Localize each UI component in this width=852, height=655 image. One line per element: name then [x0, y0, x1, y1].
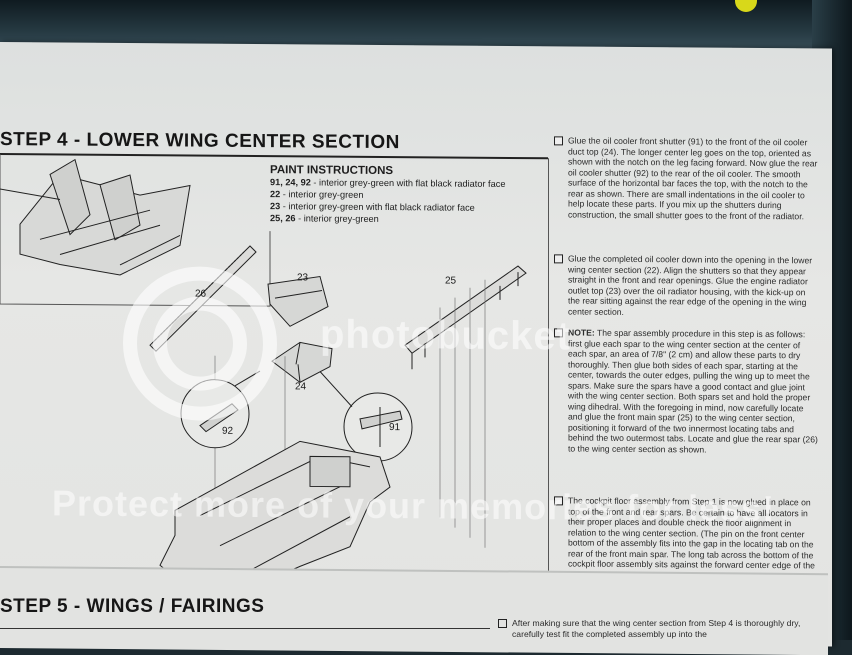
part-23-outlet	[267, 275, 329, 327]
instruction-paragraph: After making sure that the wing center s…	[498, 618, 820, 639]
instruction-paragraph: NOTE: The spar assembly procedure in thi…	[554, 327, 818, 456]
instruction-paragraph: Glue the oil cooler front shutter (91) t…	[554, 135, 818, 221]
watermark-logo	[123, 266, 277, 421]
step5-diagram-frame	[0, 628, 490, 641]
cockpit-inset-illustration	[0, 158, 191, 276]
watermark-tagline: Protect more of your memories for less!	[52, 482, 776, 530]
step4-title: STEP 4 - LOWER WING CENTER SECTION	[0, 129, 400, 154]
part-label: 25	[445, 275, 457, 287]
checkbox[interactable]	[554, 136, 563, 146]
instruction-paragraph: Glue the completed oil cooler down into …	[554, 253, 818, 318]
checkbox[interactable]	[498, 619, 507, 628]
part-22-wing-center-section	[159, 440, 391, 607]
step5-title: STEP 5 - WINGS / FAIRINGS	[0, 596, 265, 617]
instruction-sheet-page: STEP 4 - LOWER WING CENTER SECTION PAINT…	[0, 42, 832, 647]
part-25-front-spar	[404, 265, 527, 370]
watermark-brand: photobucket	[320, 312, 571, 359]
background-object	[735, 0, 757, 12]
part-24-oil-cooler	[271, 341, 333, 383]
checkbox[interactable]	[554, 254, 563, 264]
